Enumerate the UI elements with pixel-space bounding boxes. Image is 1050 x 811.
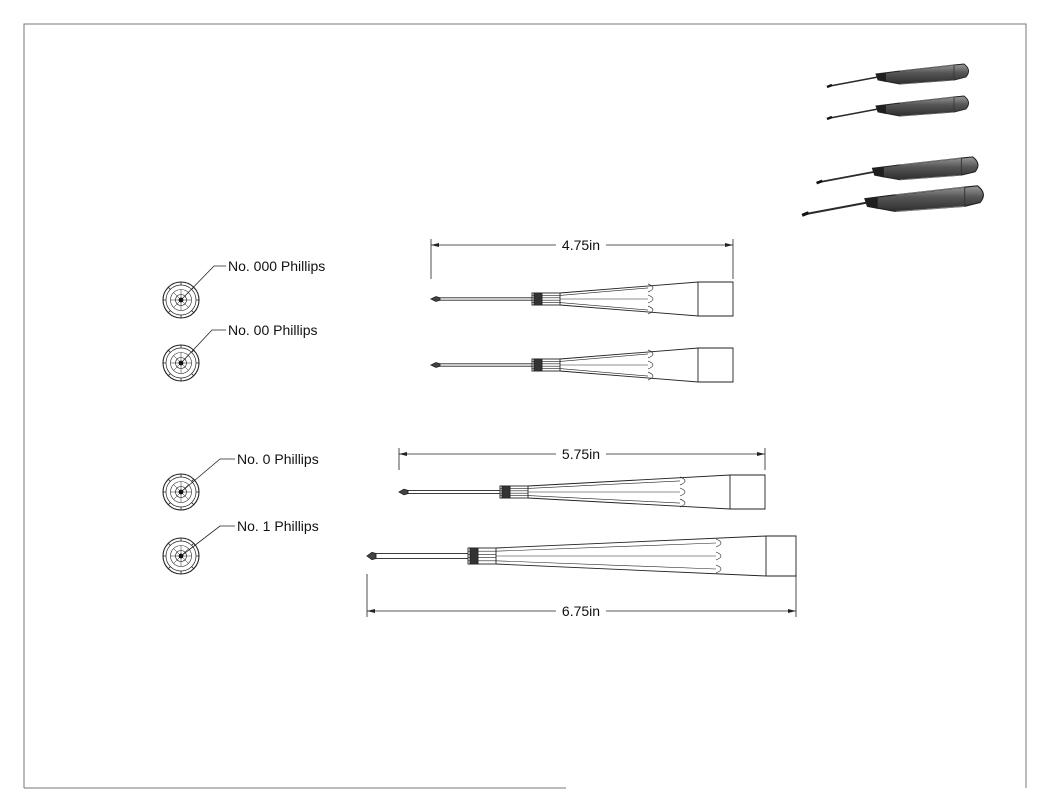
flute [495, 560, 717, 570]
screwdriver-outline [429, 281, 734, 317]
flute [559, 302, 649, 311]
ferrule [531, 358, 561, 372]
flute-end [647, 349, 654, 359]
dimension-label: 6.75in [562, 603, 600, 619]
tip [398, 488, 409, 496]
screwdriver-render-icon [825, 94, 970, 121]
flute-end [679, 487, 686, 497]
leader-line [180, 525, 235, 557]
dimension-4-75: 4.75in [430, 237, 734, 279]
flute [559, 287, 649, 296]
dimension-5-75: 5.75in [398, 446, 766, 470]
tip-label-000: No. 000 Phillips [228, 258, 325, 274]
flute [527, 480, 681, 489]
handle-body [559, 347, 699, 383]
shaft [408, 489, 500, 495]
screwdriver-render-icon [800, 184, 985, 217]
tip [429, 296, 441, 302]
flute-end [715, 551, 722, 561]
sheet-border [23, 23, 1027, 788]
screwdriver-outline [429, 347, 734, 383]
flute-end [647, 294, 654, 304]
flute-end [647, 360, 654, 370]
flute-end [715, 538, 722, 548]
screwdriver-outline [366, 535, 797, 577]
ferrule [531, 292, 561, 306]
shaft [440, 297, 532, 301]
handle-body [527, 474, 731, 510]
handle-body [495, 535, 767, 577]
tip [429, 362, 441, 368]
leader-line [180, 458, 235, 493]
end-cap [730, 474, 766, 510]
flute-end [679, 498, 686, 508]
ferrule [499, 485, 529, 499]
shaft [440, 363, 532, 367]
end-cap [766, 535, 797, 577]
leader-line [180, 265, 226, 301]
flute [559, 353, 649, 362]
screwdriver-outline [398, 474, 766, 510]
ferrule [467, 547, 497, 565]
flute-end [679, 476, 686, 486]
screwdriver-render-icon [825, 62, 970, 89]
tip-label-1: No. 1 Phillips [237, 518, 319, 534]
screwdriver-render-icon [815, 155, 980, 185]
flute [527, 495, 681, 504]
flute-end [647, 305, 654, 315]
dimension-label: 4.75in [562, 237, 600, 253]
leader-line [180, 329, 226, 364]
tip-label-00: No. 00 Phillips [228, 322, 318, 338]
flute-end [715, 564, 722, 574]
tip-label-0: No. 0 Phillips [237, 451, 319, 467]
flute-end [647, 283, 654, 293]
flute-end [647, 371, 654, 381]
flute [559, 368, 649, 377]
tip [366, 551, 377, 561]
screwdriver-drawings [366, 281, 797, 577]
handle-body [559, 281, 699, 317]
dimension-6-75: 6.75in [366, 574, 797, 619]
shaft [376, 553, 468, 559]
end-cap [698, 347, 734, 383]
flute [495, 542, 717, 552]
end-cap [698, 281, 734, 317]
dimension-label: 5.75in [562, 446, 600, 462]
